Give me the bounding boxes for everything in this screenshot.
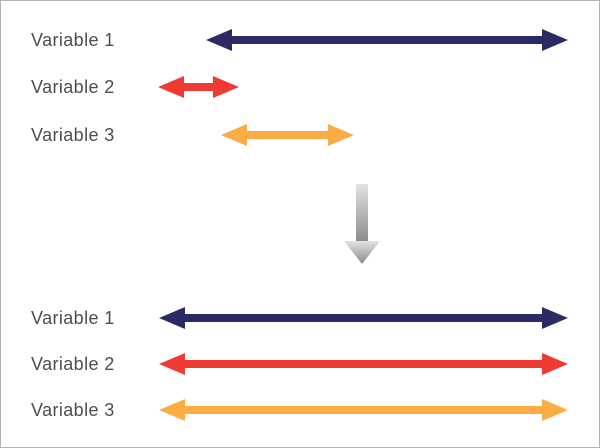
top-row-variable-2: Variable 2	[1, 75, 599, 99]
arrowhead-left-icon	[159, 399, 185, 421]
arrow-shaft	[180, 83, 217, 91]
arrow-shaft	[228, 36, 546, 44]
arrowhead-right-icon	[542, 307, 568, 329]
arrow-shaft	[181, 314, 546, 322]
bottom-row-variable-2: Variable 2	[1, 352, 599, 376]
arrowhead-left-icon	[221, 124, 247, 146]
arrow-shaft	[243, 131, 332, 139]
arrowhead-left-icon	[159, 353, 185, 375]
arrowhead-left-icon	[158, 76, 184, 98]
variable-label: Variable 3	[31, 400, 115, 420]
top-row-variable-1: Variable 1	[1, 28, 599, 52]
arrowhead-right-icon	[542, 29, 568, 51]
arrowhead-right-icon	[542, 353, 568, 375]
range-arrow	[159, 399, 568, 421]
arrowhead-right-icon	[213, 76, 239, 98]
arrow-shaft	[181, 360, 546, 368]
range-arrow	[158, 76, 239, 98]
bottom-row-variable-3: Variable 3	[1, 398, 599, 422]
variable-label: Variable 2	[31, 354, 115, 374]
arrow-shaft	[181, 406, 546, 414]
variable-label: Variable 2	[31, 77, 115, 97]
arrowhead-right-icon	[328, 124, 354, 146]
variable-label: Variable 3	[31, 125, 115, 145]
variable-label: Variable 1	[31, 30, 115, 50]
bottom-row-variable-1: Variable 1	[1, 306, 599, 330]
range-arrow	[159, 353, 568, 375]
arrowhead-left-icon	[206, 29, 232, 51]
top-row-variable-3: Variable 3	[1, 123, 599, 147]
range-arrow	[206, 29, 568, 51]
variable-label: Variable 1	[31, 308, 115, 328]
range-arrow	[221, 124, 354, 146]
arrowhead-left-icon	[159, 307, 185, 329]
range-arrow	[159, 307, 568, 329]
down-arrow-icon	[344, 184, 380, 264]
arrowhead-right-icon	[542, 399, 568, 421]
